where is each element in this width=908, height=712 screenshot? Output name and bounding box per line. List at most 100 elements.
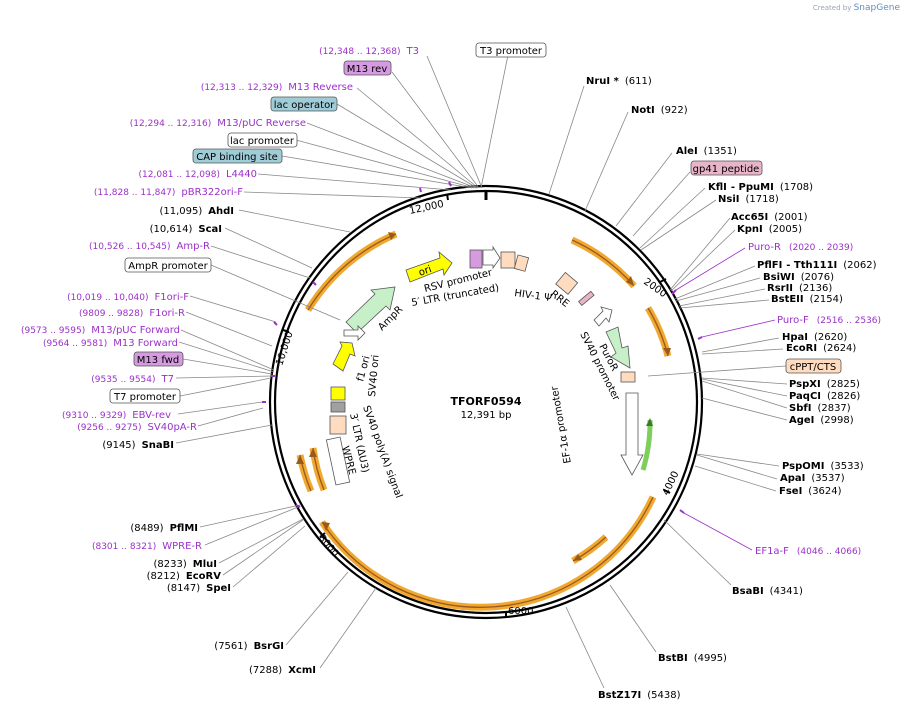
leader-f1ori-r	[185, 311, 273, 347]
leader-noti	[584, 111, 629, 212]
enzyme-hpai: HpaI(2620)	[782, 332, 847, 343]
box-cppt-cts-label: cPPT/CTS	[790, 362, 836, 373]
plasmid-name: TFORF0594	[451, 395, 522, 408]
orange-arrowheads	[296, 232, 671, 561]
leader-pbr322	[243, 191, 422, 199]
enzyme-bsrgi: (7561)BsrGI	[214, 641, 284, 652]
primer-m13-forward: (9564 .. 9581)M13 Forward	[43, 338, 178, 349]
box-cppt-cts: cPPT/CTS	[785, 358, 842, 374]
rre-box	[555, 271, 579, 295]
primer-marker-f1ori	[273, 321, 278, 326]
leader-amp-r	[210, 245, 311, 279]
primer-ebv-rev: (9310 .. 9329)EBV-rev	[62, 410, 171, 421]
tick-2000	[659, 278, 667, 283]
leader-nrui	[548, 85, 585, 195]
box-cap-binding-site: CAP binding site	[192, 148, 283, 164]
tick-10000	[282, 329, 290, 333]
arc-feature-3	[319, 495, 657, 611]
enzyme-pspxi: PspXI(2825)	[789, 379, 860, 390]
leader-bstbi	[609, 584, 657, 653]
leader-sbfi	[701, 380, 788, 409]
leader-m13puc-fwd	[180, 329, 275, 371]
leader-pflfi	[674, 265, 756, 300]
tick-12000	[446, 193, 449, 201]
leader-bstz17i	[565, 606, 605, 689]
box-m13-fwd-label: M13 fwd	[137, 355, 179, 366]
primer-marker-wpre	[295, 504, 301, 508]
label-ori: ori	[417, 264, 433, 279]
plasmid-length: 12,391 bp	[461, 410, 512, 421]
arrowhead-1	[626, 276, 634, 286]
arc-feature-3-core	[321, 496, 654, 608]
f1-ori-arrow	[332, 341, 356, 372]
leader-lac-promoter	[295, 139, 475, 189]
primer-marker-l4440	[448, 181, 452, 187]
enzyme-nsii: NsiI(1718)	[718, 194, 779, 205]
arrowhead-4	[573, 554, 582, 561]
enzyme-labels-right: NruI *(611) NotI(922) AleI(1351) KflI- P…	[586, 76, 877, 701]
ampr-arrow	[345, 286, 396, 334]
primer-t7: (9535 .. 9554)T7	[91, 374, 174, 385]
leader-apai	[696, 454, 778, 480]
enzyme-rsrii: RsrII(2136)	[767, 283, 832, 294]
primer-marker-amp	[312, 281, 317, 286]
leader-ahdi	[238, 209, 351, 233]
primer-m13puc-reverse: (12,294 .. 12,316)M13/pUC Reverse	[130, 118, 306, 129]
box-gp41-peptide-label: gp41 peptide	[693, 164, 760, 175]
box-ampr-promoter: AmpR promoter	[124, 257, 212, 273]
enzyme-spei: (8147)SpeI	[167, 583, 231, 594]
primer-f1ori-f: (10,019 .. 10,040)F1ori-F	[67, 292, 189, 303]
box-t3-promoter-label: T3 promoter	[479, 46, 543, 57]
primer-leader-lines	[675, 247, 776, 551]
leader-ebv	[177, 401, 263, 415]
arc-feature-7-core	[307, 233, 397, 311]
cppt-box	[620, 371, 636, 383]
enzyme-labels-left: (11,095)AhdI (10,614)ScaI (9145)SnaBI (8…	[102, 206, 316, 676]
enzyme-scai: (10,614)ScaI	[150, 224, 222, 235]
enzyme-paqci: PaqCI(2826)	[789, 391, 860, 402]
leader-pspomi	[696, 453, 780, 467]
primer-wpre-r: (8301 .. 8321)WPRE-R	[92, 541, 202, 552]
primer-amp-r: (10,526 .. 10,545)Amp-R	[89, 241, 210, 252]
enzyme-pflmi: (8489)PflMI	[130, 523, 198, 534]
box-lac-operator: lac operator	[270, 96, 338, 112]
primer-sv40pa-r: (9256 .. 9275)SV40pA-R	[77, 422, 197, 433]
leader-fsei	[694, 465, 777, 492]
box-ampr-promoter-label: AmpR promoter	[128, 261, 208, 272]
primer-l4440: (12,081 .. 12,098)L4440	[139, 169, 257, 180]
primer-labels-left: (12,348 .. 12,368)T3 (12,313 .. 12,329)M…	[21, 46, 419, 552]
primer-leader-puro-r	[675, 247, 746, 291]
ori-arrow	[405, 250, 453, 283]
ampr-promoter-arrow	[343, 325, 366, 341]
enzyme-snabi: (9145)SnaBI	[102, 440, 174, 451]
leader-m13rev	[391, 71, 480, 189]
enzyme-agei: AgeI(2998)	[789, 415, 854, 426]
enzyme-pflfi: PflFI- Tth111I(2062)	[757, 260, 877, 271]
primer-t3: (12,348 .. 12,368)T3	[319, 46, 419, 57]
leader-t7-promoter	[179, 377, 272, 397]
tick-label-4000: 4000	[661, 470, 682, 498]
leader-lac-operator	[336, 103, 478, 189]
box-t3-promoter: T3 promoter	[475, 42, 547, 58]
leader-m13-fwd-primer	[178, 341, 275, 373]
ef1a-arrow	[620, 392, 644, 476]
leader-bsteii	[679, 299, 770, 309]
primer-marker-pbr322	[419, 187, 422, 193]
arrowhead-3	[322, 522, 330, 531]
arrowhead-7	[388, 232, 396, 240]
leader-xcmi	[319, 587, 377, 669]
enzyme-fsei: FseI(3624)	[779, 486, 842, 497]
enzyme-kfli: KflI- PpuMI(1708)	[708, 182, 813, 193]
leader-kfli	[639, 187, 706, 249]
primer-f1ori-r: (9809 .. 9828)F1ori-R	[79, 308, 185, 319]
puror-arrow	[605, 326, 631, 369]
leader-bsrgi	[285, 571, 349, 646]
enzyme-ahdi: (11,095)AhdI	[159, 206, 234, 217]
tick-label-6000: 6000	[508, 606, 533, 617]
box-cap-binding-site-label: CAP binding site	[196, 152, 278, 163]
backbone-outer	[268, 184, 704, 620]
enzyme-ecorv: (8212)EcoRV	[147, 571, 222, 582]
sv40-pa-box	[330, 401, 346, 413]
primer-pbr322ori-f: (11,828 .. 11,847)pBR322ori-F	[94, 187, 243, 198]
